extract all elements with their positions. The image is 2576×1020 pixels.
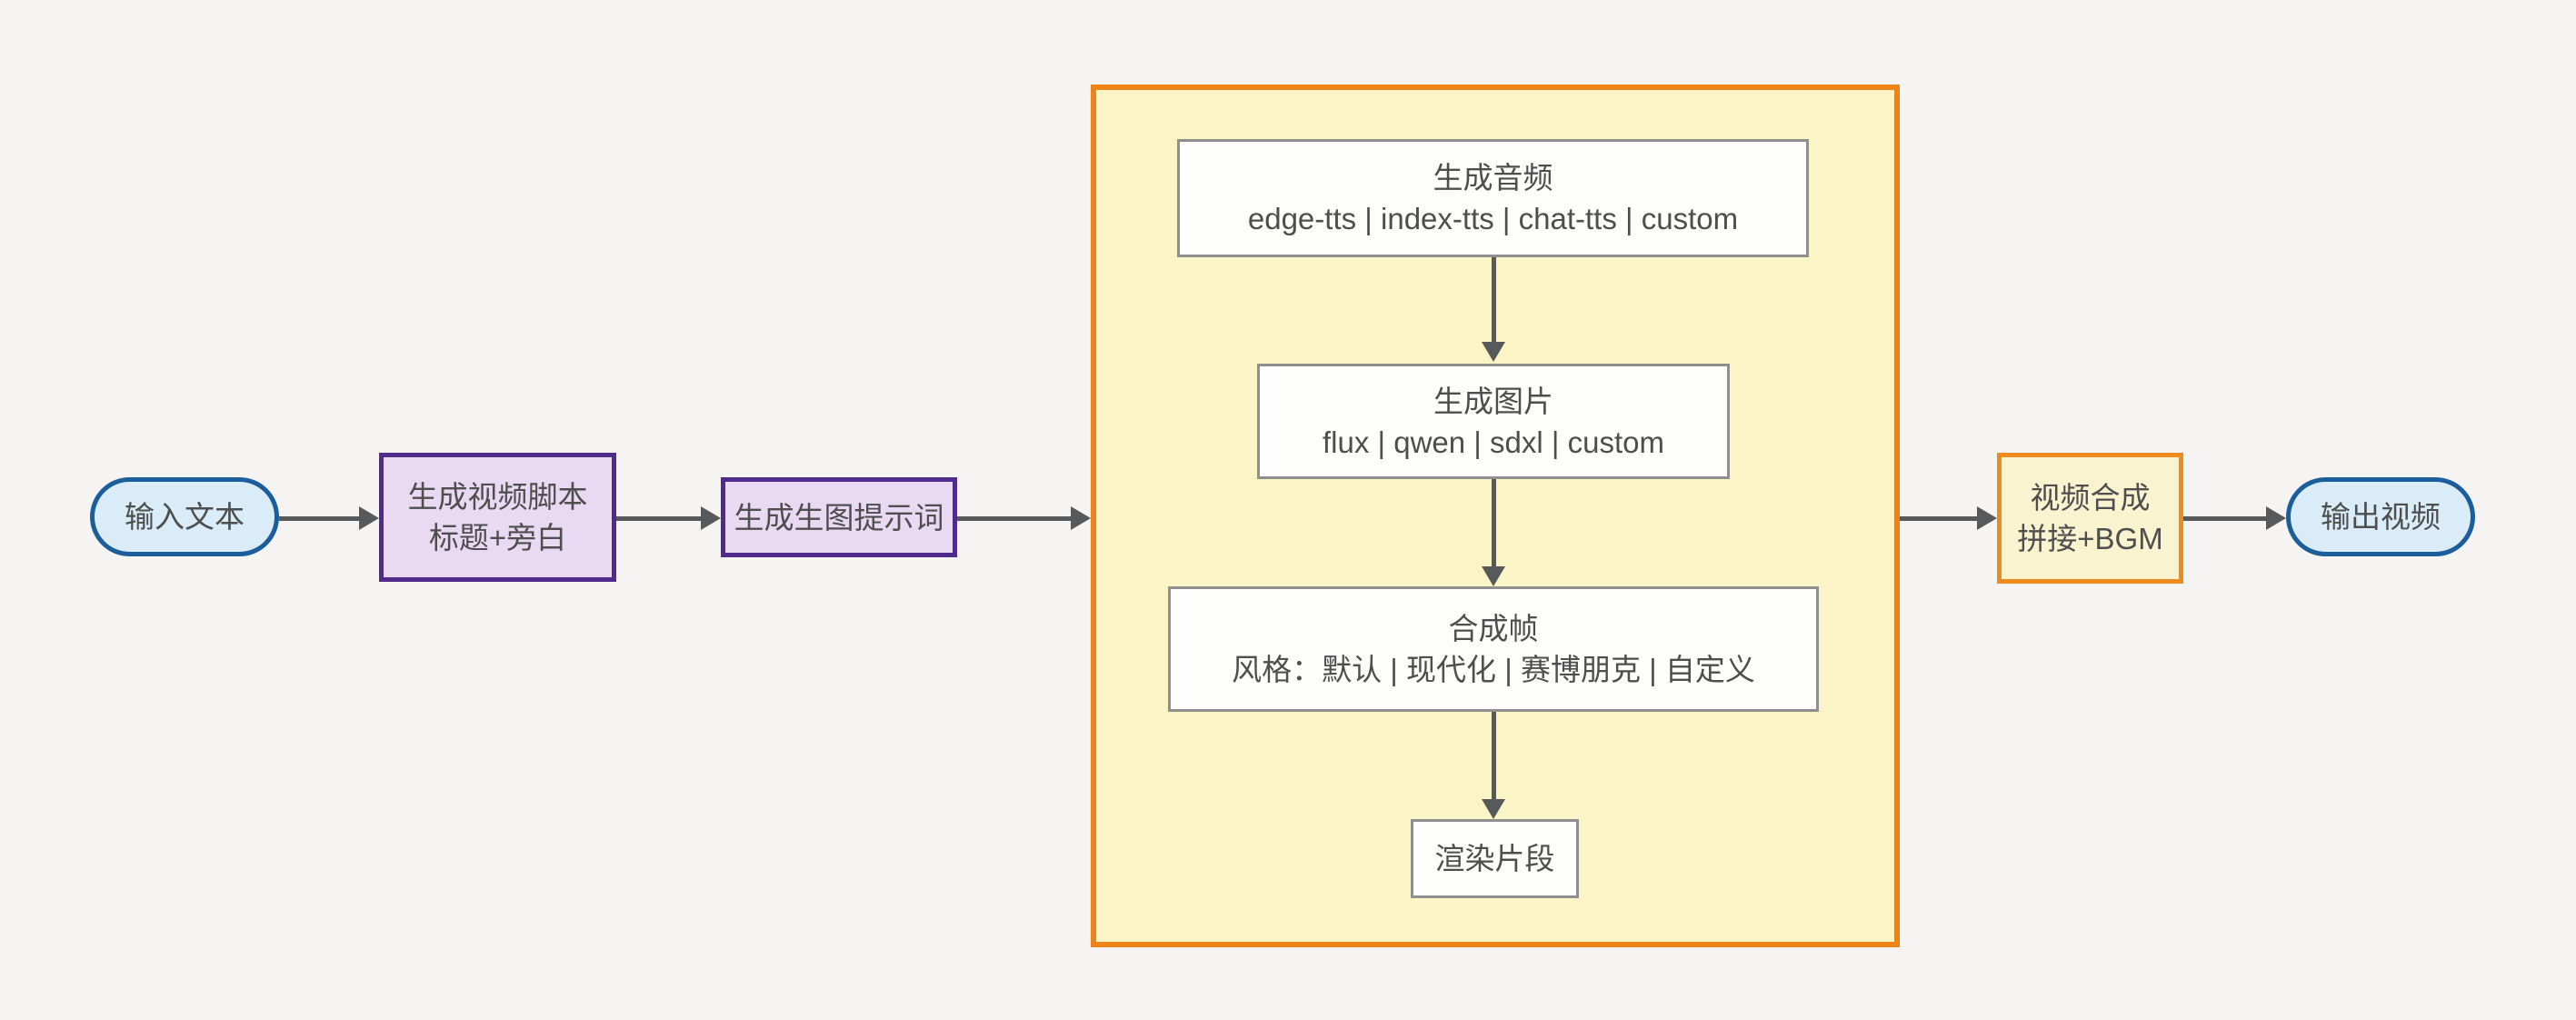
node-generate-audio-options: edge-tts | index-tts | chat-tts | custom bbox=[1247, 202, 1739, 235]
node-compose-frames: 合成帧 风格：默认 | 现代化 | 赛博朋克 | 自定义 bbox=[1168, 586, 1819, 712]
edge-image-to-frame bbox=[1492, 479, 1496, 566]
node-generate-image: 生成图片 flux | qwen | sdxl | custom bbox=[1257, 364, 1730, 479]
node-generate-image-options: flux | qwen | sdxl | custom bbox=[1322, 425, 1665, 459]
node-generate-image-prompt-label: 生成生图提示词 bbox=[734, 500, 944, 535]
edge-merge-to-output bbox=[2183, 516, 2266, 521]
node-generate-script-title: 生成视频脚本 bbox=[407, 480, 588, 514]
arrowhead-right-icon bbox=[1071, 506, 1091, 530]
node-video-merge-title: 视频合成 bbox=[2030, 481, 2151, 515]
node-input-text: 输入文本 bbox=[90, 477, 279, 556]
node-generate-script: 生成视频脚本 标题+旁白 bbox=[379, 453, 616, 582]
node-output-video-label: 输出视频 bbox=[2321, 500, 2441, 534]
node-compose-frames-options: 风格：默认 | 现代化 | 赛博朋克 | 自定义 bbox=[1232, 653, 1755, 686]
node-generate-audio: 生成音频 edge-tts | index-tts | chat-tts | c… bbox=[1177, 139, 1809, 257]
arrowhead-right-icon bbox=[2266, 506, 2286, 530]
node-generate-image-prompt: 生成生图提示词 bbox=[721, 477, 957, 557]
node-render-segments: 渲染片段 bbox=[1411, 819, 1579, 898]
node-video-merge-subtitle: 拼接+BGM bbox=[2017, 522, 2163, 555]
arrowhead-right-icon bbox=[1977, 506, 1997, 530]
edge-pipeline-to-merge bbox=[1900, 516, 1977, 521]
node-output-video: 输出视频 bbox=[2286, 477, 2475, 556]
node-render-segments-label: 渲染片段 bbox=[1434, 842, 1555, 875]
node-video-merge: 视频合成 拼接+BGM bbox=[1997, 453, 2183, 584]
arrowhead-right-icon bbox=[359, 506, 379, 530]
edge-script-to-prompt bbox=[616, 516, 701, 521]
edge-audio-to-image bbox=[1492, 257, 1496, 342]
node-generate-image-title: 生成图片 bbox=[1433, 384, 1553, 418]
arrowhead-down-icon bbox=[1482, 799, 1505, 819]
edge-frame-to-render bbox=[1492, 712, 1496, 799]
node-generate-script-subtitle: 标题+旁白 bbox=[428, 521, 567, 555]
arrowhead-down-icon bbox=[1482, 342, 1505, 362]
edge-input-to-script bbox=[279, 516, 359, 521]
node-input-text-label: 输入文本 bbox=[125, 500, 245, 534]
edge-prompt-to-pipeline bbox=[957, 516, 1071, 521]
arrowhead-down-icon bbox=[1482, 566, 1505, 586]
node-compose-frames-title: 合成帧 bbox=[1448, 612, 1539, 645]
arrowhead-right-icon bbox=[701, 506, 721, 530]
node-generate-audio-title: 生成音频 bbox=[1433, 161, 1553, 195]
